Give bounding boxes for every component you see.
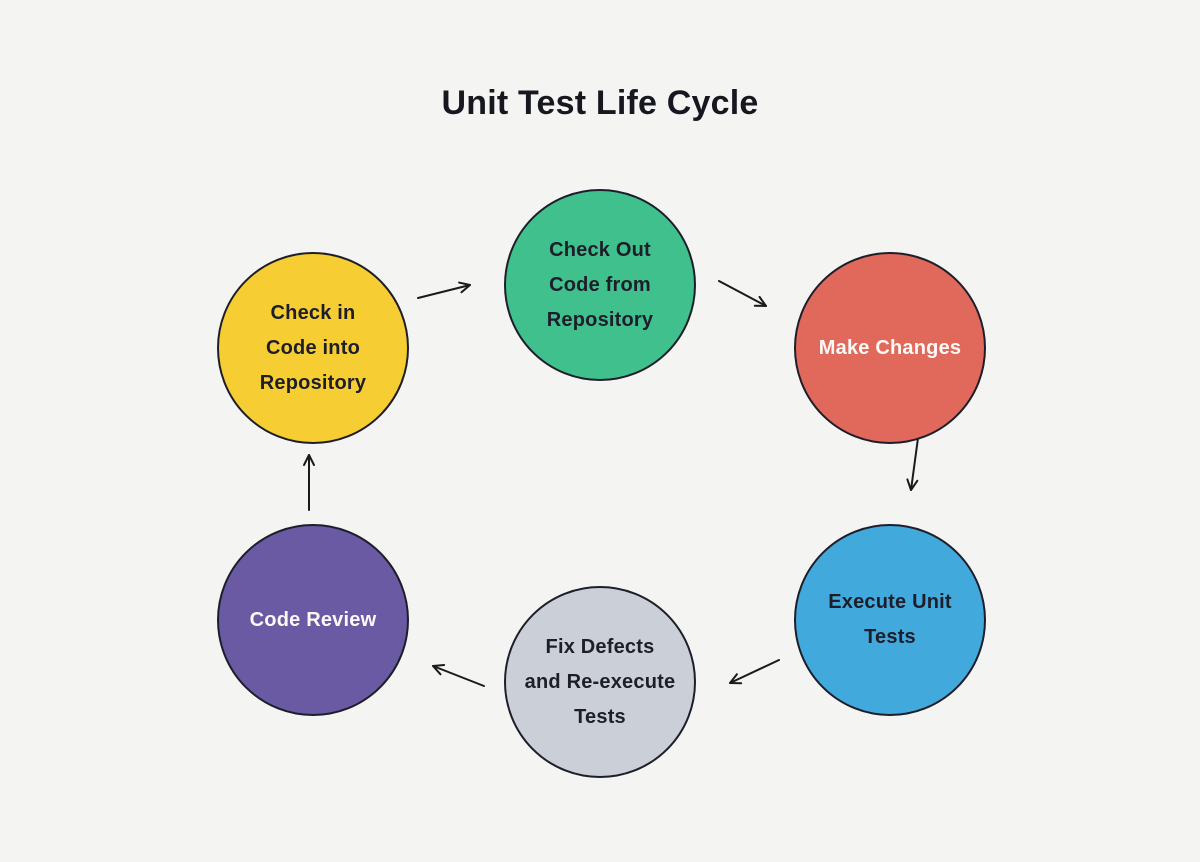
arrow-make-changes-to-execute	[906, 437, 919, 491]
arrow-fix-defects-to-code-review	[432, 663, 485, 687]
diagram-title: Unit Test Life Cycle	[441, 84, 759, 122]
arrow-check-out-to-make-changes	[718, 280, 767, 307]
node-execute-unit-tests[interactable]: Execute Unit Tests	[794, 524, 986, 716]
node-check-out-code[interactable]: Check Out Code from Repository	[504, 189, 696, 381]
node-check-out-code-label: Check Out Code from Repository	[546, 238, 654, 331]
arrow-execute-to-fix-defects	[729, 659, 780, 685]
node-make-changes[interactable]: Make Changes	[794, 252, 986, 444]
node-check-in-code[interactable]: Check in Code into Repository	[217, 252, 409, 444]
arrow-check-in-to-check-out	[417, 281, 471, 299]
node-make-changes-label: Make Changes	[818, 336, 962, 359]
node-check-in-code-label: Check in Code into Repository	[259, 301, 367, 394]
node-code-review-label: Code Review	[249, 608, 377, 631]
node-execute-unit-tests-label: Execute Unit Tests	[828, 591, 952, 648]
node-fix-defects[interactable]: Fix Defects and Re-execute Tests	[504, 586, 696, 778]
node-code-review[interactable]: Code Review	[217, 524, 409, 716]
node-fix-defects-label: Fix Defects and Re-execute Tests	[524, 635, 676, 728]
